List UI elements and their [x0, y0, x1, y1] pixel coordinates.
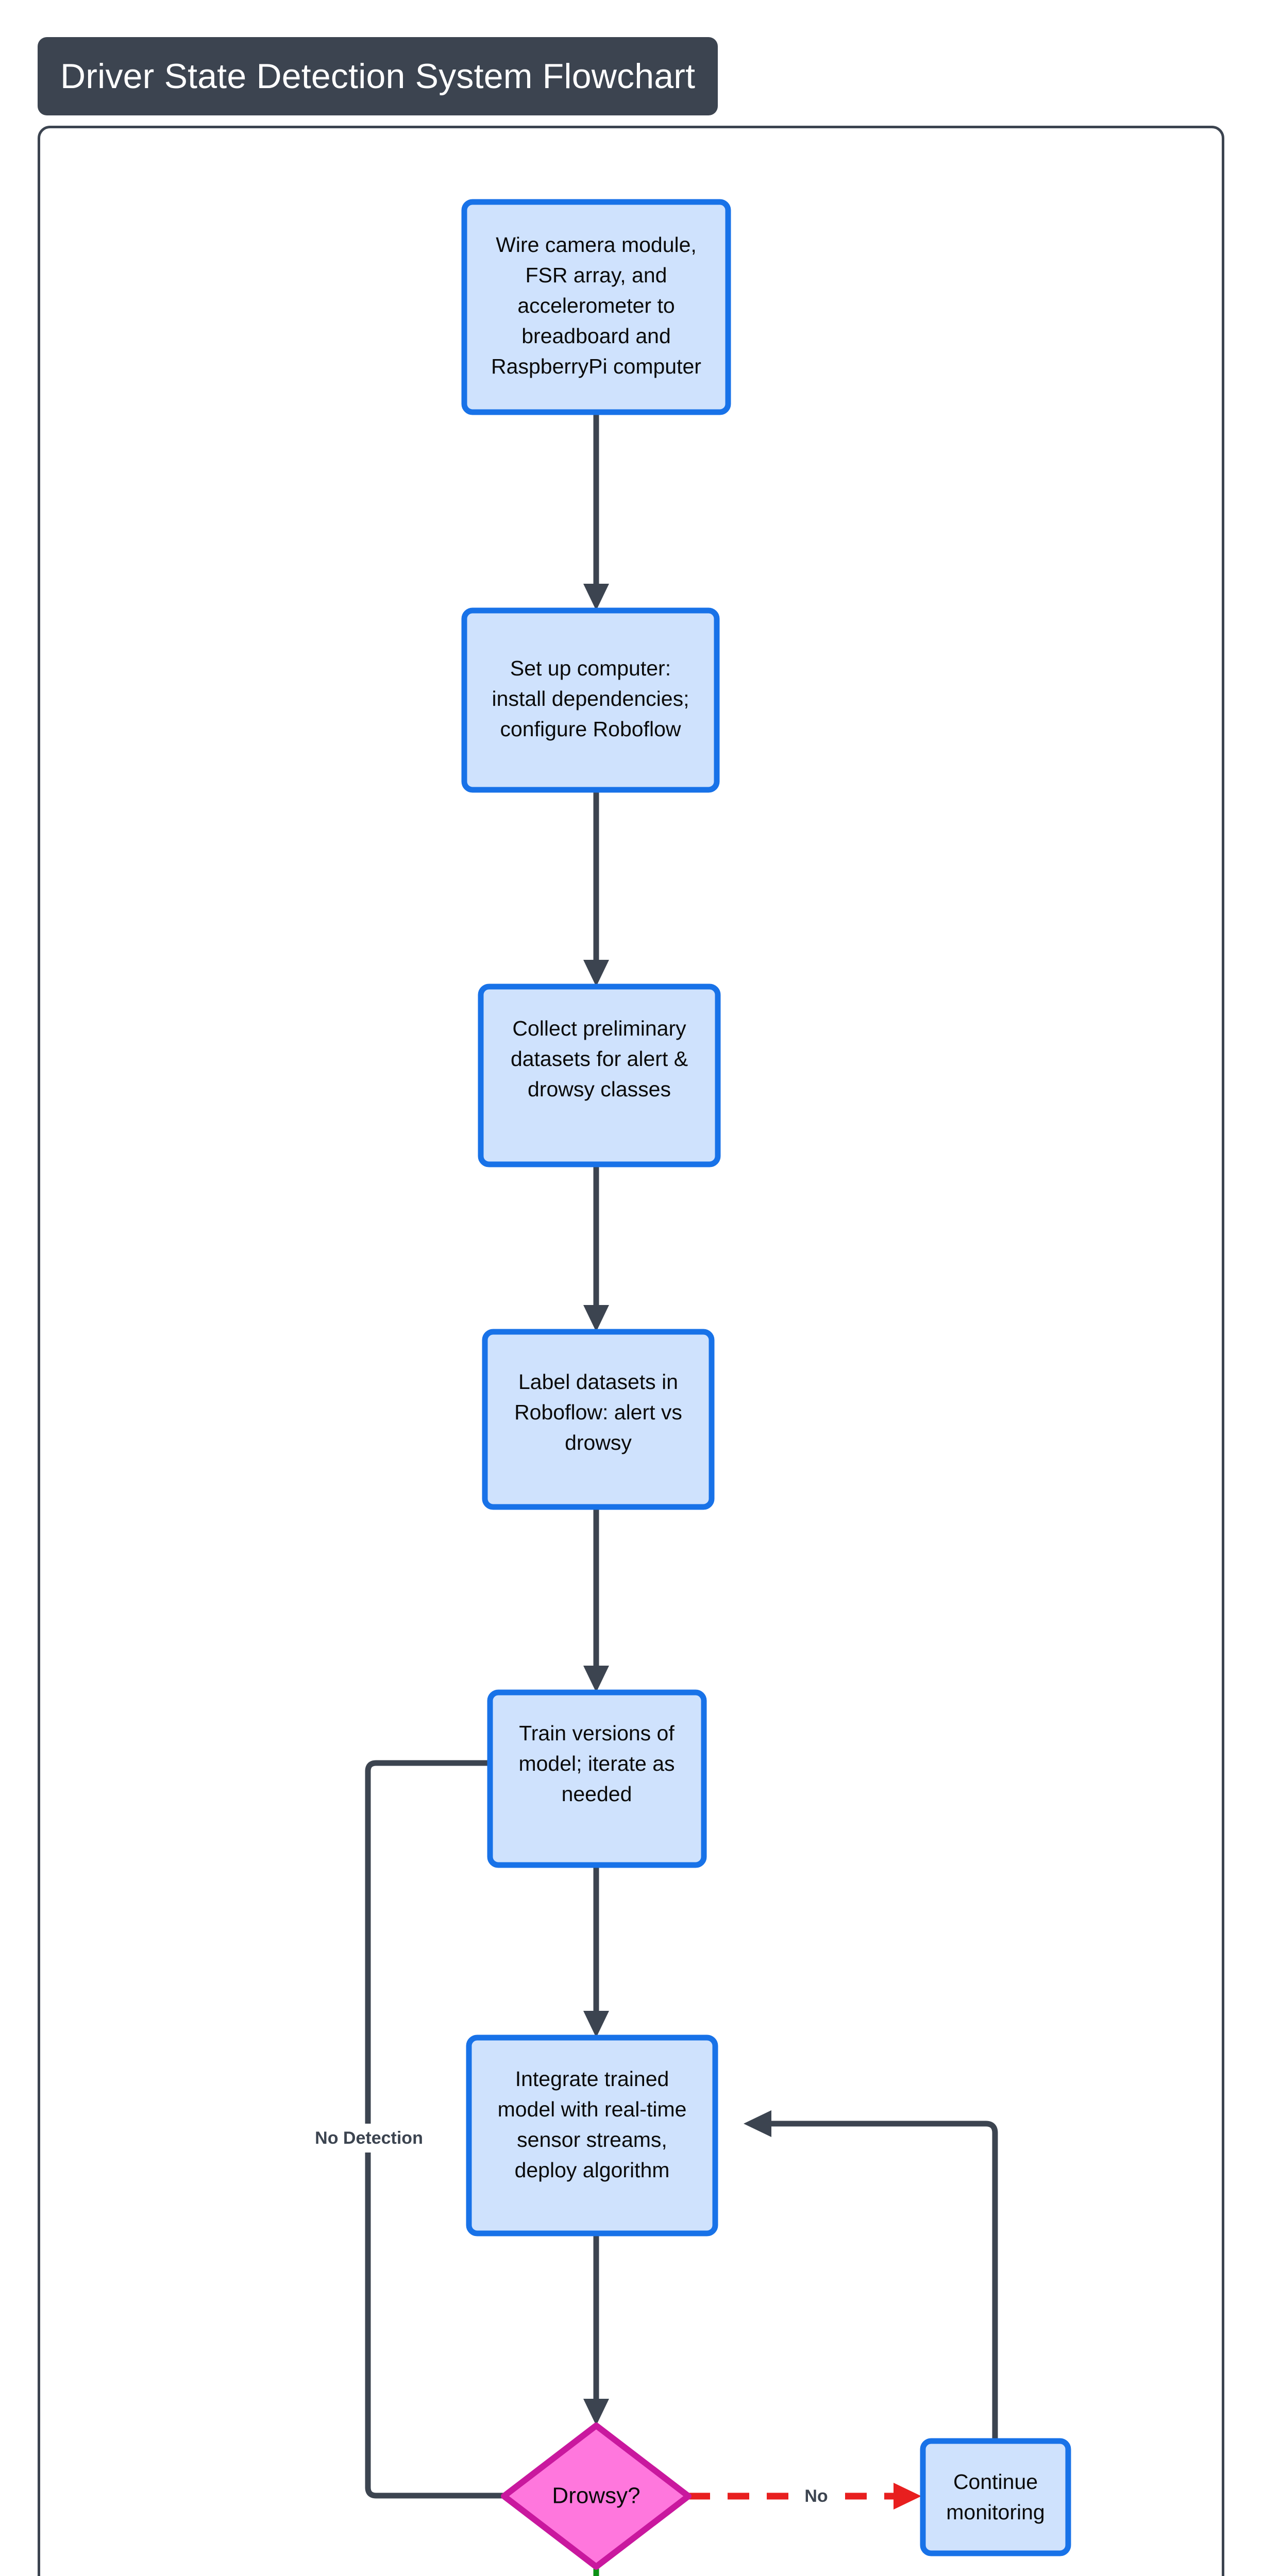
- node-train-model-shape[interactable]: [487, 1689, 707, 1868]
- flowchart-title-bar: Driver State Detection System Flowchart: [38, 37, 718, 115]
- node-label-datasets[interactable]: Label datasets in Roboflow: alert vs dro…: [482, 1329, 715, 1510]
- node-train-model-line-1: Train versions of: [519, 1721, 675, 1745]
- edge-n1-n2: [583, 412, 609, 611]
- node-wire-hardware-line-3: accelerometer to: [517, 294, 675, 317]
- node-train-model[interactable]: Train versions of model; iterate as need…: [487, 1689, 707, 1868]
- node-label-datasets-line-2: Roboflow: alert vs: [514, 1400, 682, 1424]
- node-collect-datasets-shape[interactable]: [478, 984, 721, 1167]
- node-setup-computer-shape[interactable]: [461, 607, 720, 793]
- edge-n4-n5: [583, 1507, 609, 1692]
- node-integrate-model[interactable]: Integrate trained model with real-time s…: [466, 2035, 718, 2236]
- edge-label-no-detection: No Detection: [308, 2124, 430, 2153]
- node-collect-datasets-line-2: datasets for alert &: [511, 1047, 688, 1071]
- edge-n5-n6: [583, 1865, 609, 2038]
- node-integrate-model-shape[interactable]: [466, 2035, 718, 2236]
- node-label-datasets-line-1: Label datasets in: [518, 1370, 678, 1394]
- node-continue-monitoring[interactable]: Continue monitoring: [920, 2438, 1071, 2556]
- edge-label-no-bg: [794, 2482, 839, 2511]
- edge-label-layer: No Detection No Yes: [308, 2124, 839, 2511]
- node-integrate-model-line-4: deploy algorithm: [515, 2158, 670, 2182]
- node-train-model-line-2: model; iterate as: [518, 1752, 675, 1775]
- edge-label-no-detection-bg: [308, 2124, 430, 2153]
- node-wire-hardware-shape[interactable]: [461, 199, 731, 415]
- edge-n2-n3: [583, 790, 609, 987]
- node-collect-datasets-line-1: Collect preliminary: [512, 1016, 686, 1040]
- node-label-datasets-shape[interactable]: [482, 1329, 715, 1510]
- node-drowsy-decision-shape[interactable]: [501, 2422, 692, 2570]
- node-drowsy-decision[interactable]: Drowsy?: [501, 2422, 692, 2570]
- node-integrate-model-line-3: sensor streams,: [517, 2128, 667, 2151]
- node-continue-monitoring-line-2: monitoring: [946, 2500, 1044, 2524]
- node-train-model-line-3: needed: [562, 1782, 632, 1806]
- edge-label-no: No: [794, 2482, 839, 2511]
- node-collect-datasets-line-3: drowsy classes: [528, 1077, 671, 1101]
- page-title: Driver State Detection System Flowchart: [60, 57, 696, 96]
- node-layer: Wire camera module, FSR array, and accel…: [461, 199, 1071, 2570]
- node-integrate-model-line-1: Integrate trained: [515, 2067, 669, 2091]
- edge-n6-n7: [583, 2233, 609, 2426]
- node-drowsy-decision-text: Drowsy?: [552, 2483, 640, 2509]
- node-collect-datasets[interactable]: Collect preliminary datasets for alert &…: [478, 984, 721, 1167]
- node-setup-computer-line-3: configure Roboflow: [500, 717, 681, 741]
- edge-label-no-text: No: [804, 2486, 828, 2506]
- node-label-datasets-line-3: drowsy: [565, 1431, 632, 1454]
- node-continue-monitoring-shape[interactable]: [920, 2438, 1071, 2556]
- edge-n7-n8-no: [688, 2483, 921, 2510]
- node-wire-hardware[interactable]: Wire camera module, FSR array, and accel…: [461, 199, 731, 415]
- node-setup-computer-line-1: Set up computer:: [510, 656, 671, 680]
- node-setup-computer[interactable]: Set up computer: install dependencies; c…: [461, 607, 720, 793]
- node-wire-hardware-line-4: breadboard and: [521, 324, 671, 348]
- edge-n8-n6-return: [744, 2110, 998, 2441]
- edge-label-no-detection-text: No Detection: [315, 2128, 423, 2148]
- node-wire-hardware-line-1: Wire camera module,: [496, 233, 697, 257]
- node-wire-hardware-line-2: FSR array, and: [526, 263, 667, 287]
- node-setup-computer-line-2: install dependencies;: [492, 687, 689, 710]
- node-continue-monitoring-line-1: Continue: [953, 2470, 1038, 2494]
- node-wire-hardware-line-5: RaspberryPi computer: [491, 354, 701, 378]
- node-integrate-model-line-2: model with real-time: [498, 2097, 687, 2121]
- edge-n3-n4: [583, 1164, 609, 1332]
